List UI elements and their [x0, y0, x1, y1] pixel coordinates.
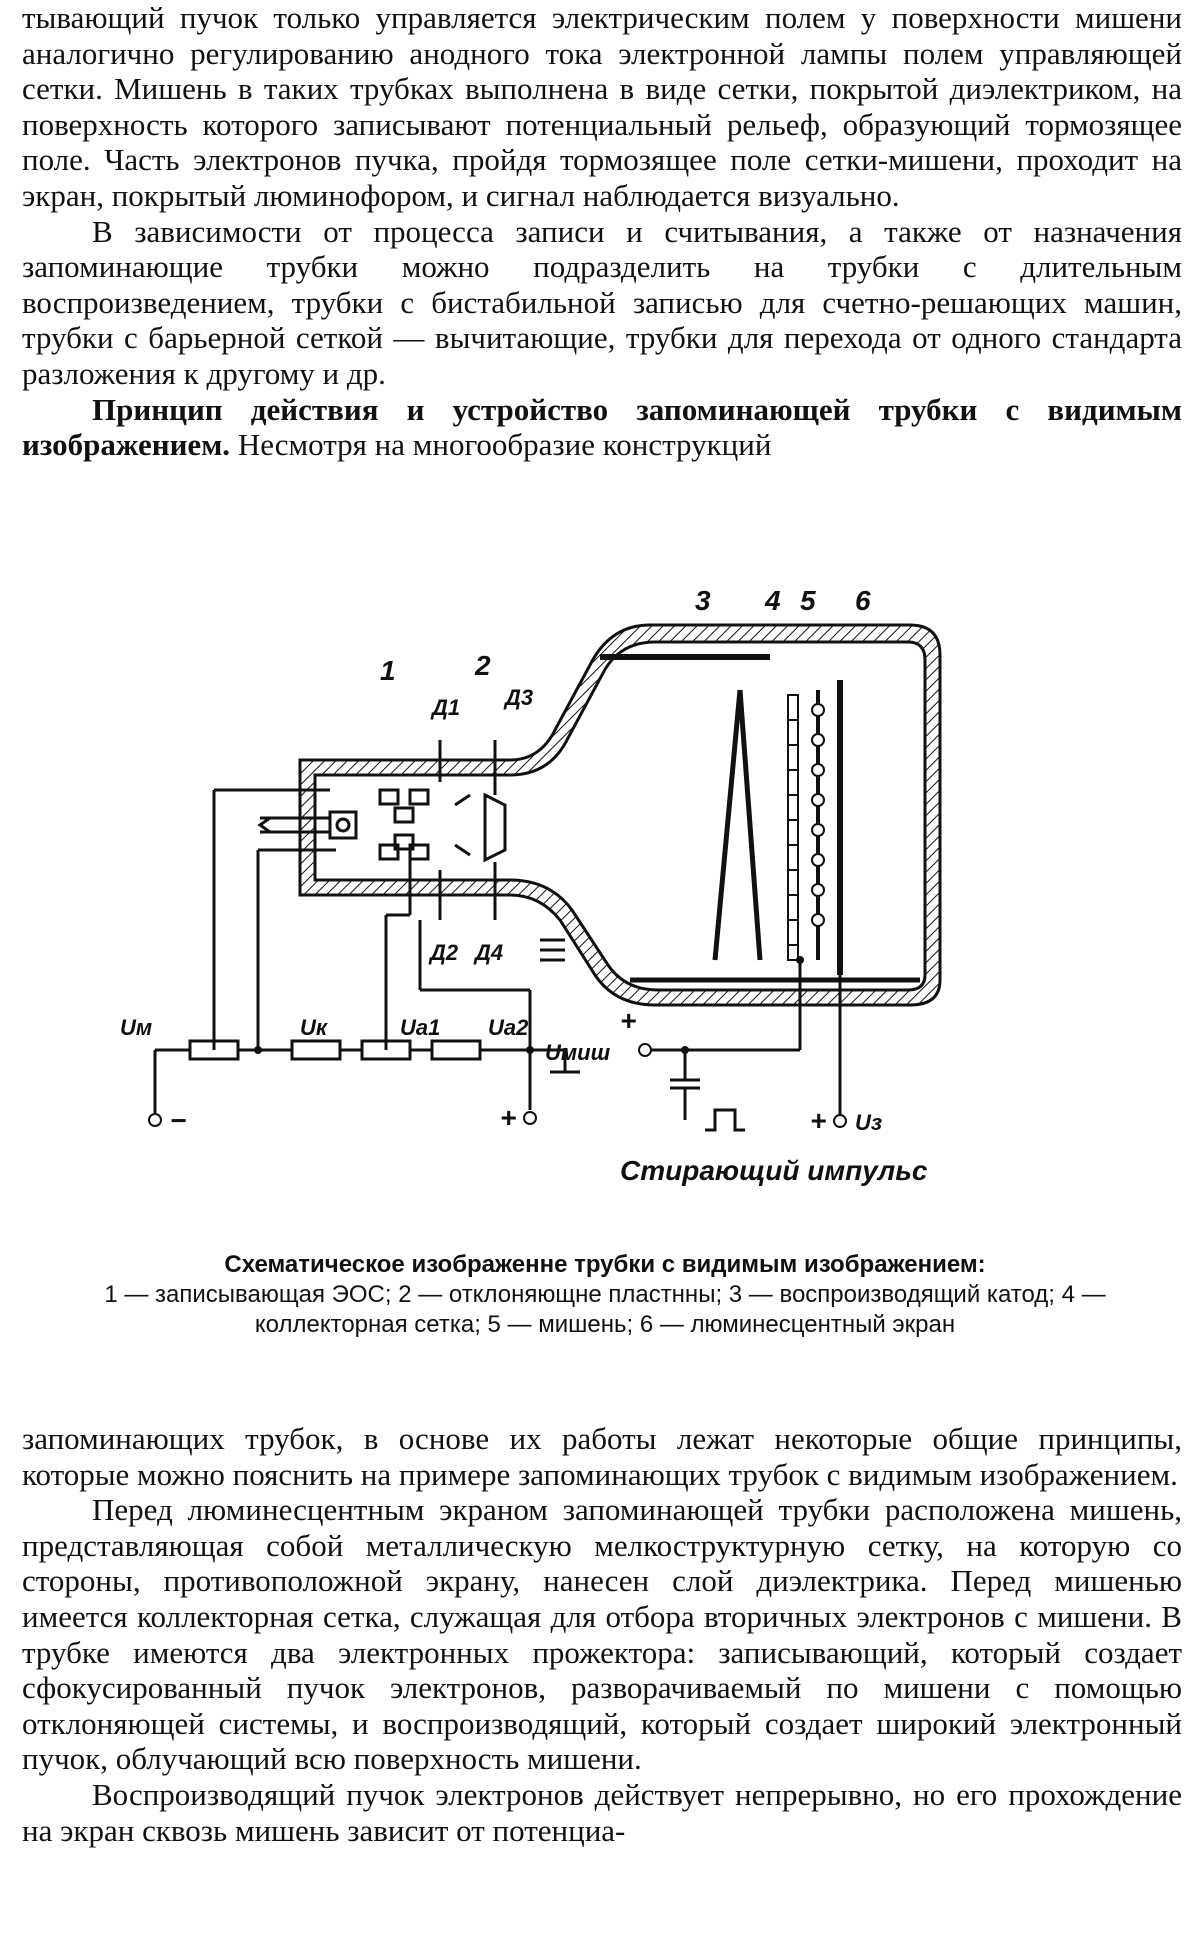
side-electrode: [540, 938, 565, 962]
paragraph: Воспроизводящий пучок электронов действу…: [22, 1776, 1182, 1848]
target-mesh: [811, 690, 825, 960]
label-d2: Д2: [428, 940, 459, 965]
reproducing-cathode: [712, 689, 763, 961]
minus-sign: −: [170, 1105, 186, 1136]
circuit-wiring: [153, 740, 842, 1132]
section-text: Несмотря на многообразие конструкций: [237, 427, 772, 463]
collector-grid: [787, 694, 799, 961]
plus-sign: +: [620, 1005, 636, 1036]
paragraph: Перед люминесцентным экраном запоминающе…: [22, 1492, 1182, 1777]
junction-dots: [254, 956, 804, 1054]
label-part-1: 1: [380, 655, 396, 686]
bottom-text: запоминающих трубок, в основе их работы …: [22, 1421, 1182, 1848]
label-part-2: 2: [474, 650, 491, 681]
label-ua2: Ua2: [488, 1015, 529, 1040]
label-part-6: 6: [855, 590, 871, 616]
plus-sign: +: [810, 1105, 826, 1136]
section-paragraph: Принцип действия и устройство запоминающ…: [22, 392, 1182, 463]
paragraph: запоминающих трубок, в основе их работы …: [22, 1421, 1182, 1492]
label-d1: Д1: [430, 695, 460, 720]
paragraph: В зависимости от процесса записи и считы…: [22, 213, 1182, 391]
caption-legend: 1 — записывающая ЭОС; 2 — отклоняющне пл…: [104, 1281, 1106, 1338]
label-ua1: Ua1: [400, 1015, 440, 1040]
tube-schematic-figure: 1 2 3 4 5 6 Д1 Д3 Д2 Д4 Uм Uк Ua1 Ua2 Uм…: [120, 590, 942, 1186]
label-d4: Д4: [473, 940, 503, 965]
tube-envelope: [298, 623, 942, 1007]
top-text: тывающий пучок только управляется электр…: [22, 0, 1182, 463]
section-heading: Принцип действия и устройство запоминающ…: [22, 391, 1182, 463]
label-umish: Uмиш: [545, 1040, 611, 1065]
label-part-3: 3: [695, 590, 711, 616]
plus-sign: +: [500, 1102, 516, 1133]
label-uz: Uз: [855, 1110, 882, 1135]
deflection-plates: [454, 792, 507, 863]
paragraph: тывающий пучок только управляется электр…: [22, 0, 1182, 213]
terminals: [148, 1043, 847, 1128]
label-um: Uм: [120, 1015, 152, 1040]
label-d3: Д3: [503, 685, 533, 710]
figure-caption: Схематическое изображенне трубки с видим…: [40, 1250, 1170, 1340]
label-part-5: 5: [800, 590, 816, 616]
writing-gun: [257, 788, 430, 861]
label-uk: Uк: [300, 1015, 329, 1040]
erase-pulse-label: Стирающий импульс: [620, 1155, 928, 1186]
caption-title: Схематическое изображенне трубки с видим…: [224, 1251, 986, 1278]
label-part-4: 4: [764, 590, 781, 616]
